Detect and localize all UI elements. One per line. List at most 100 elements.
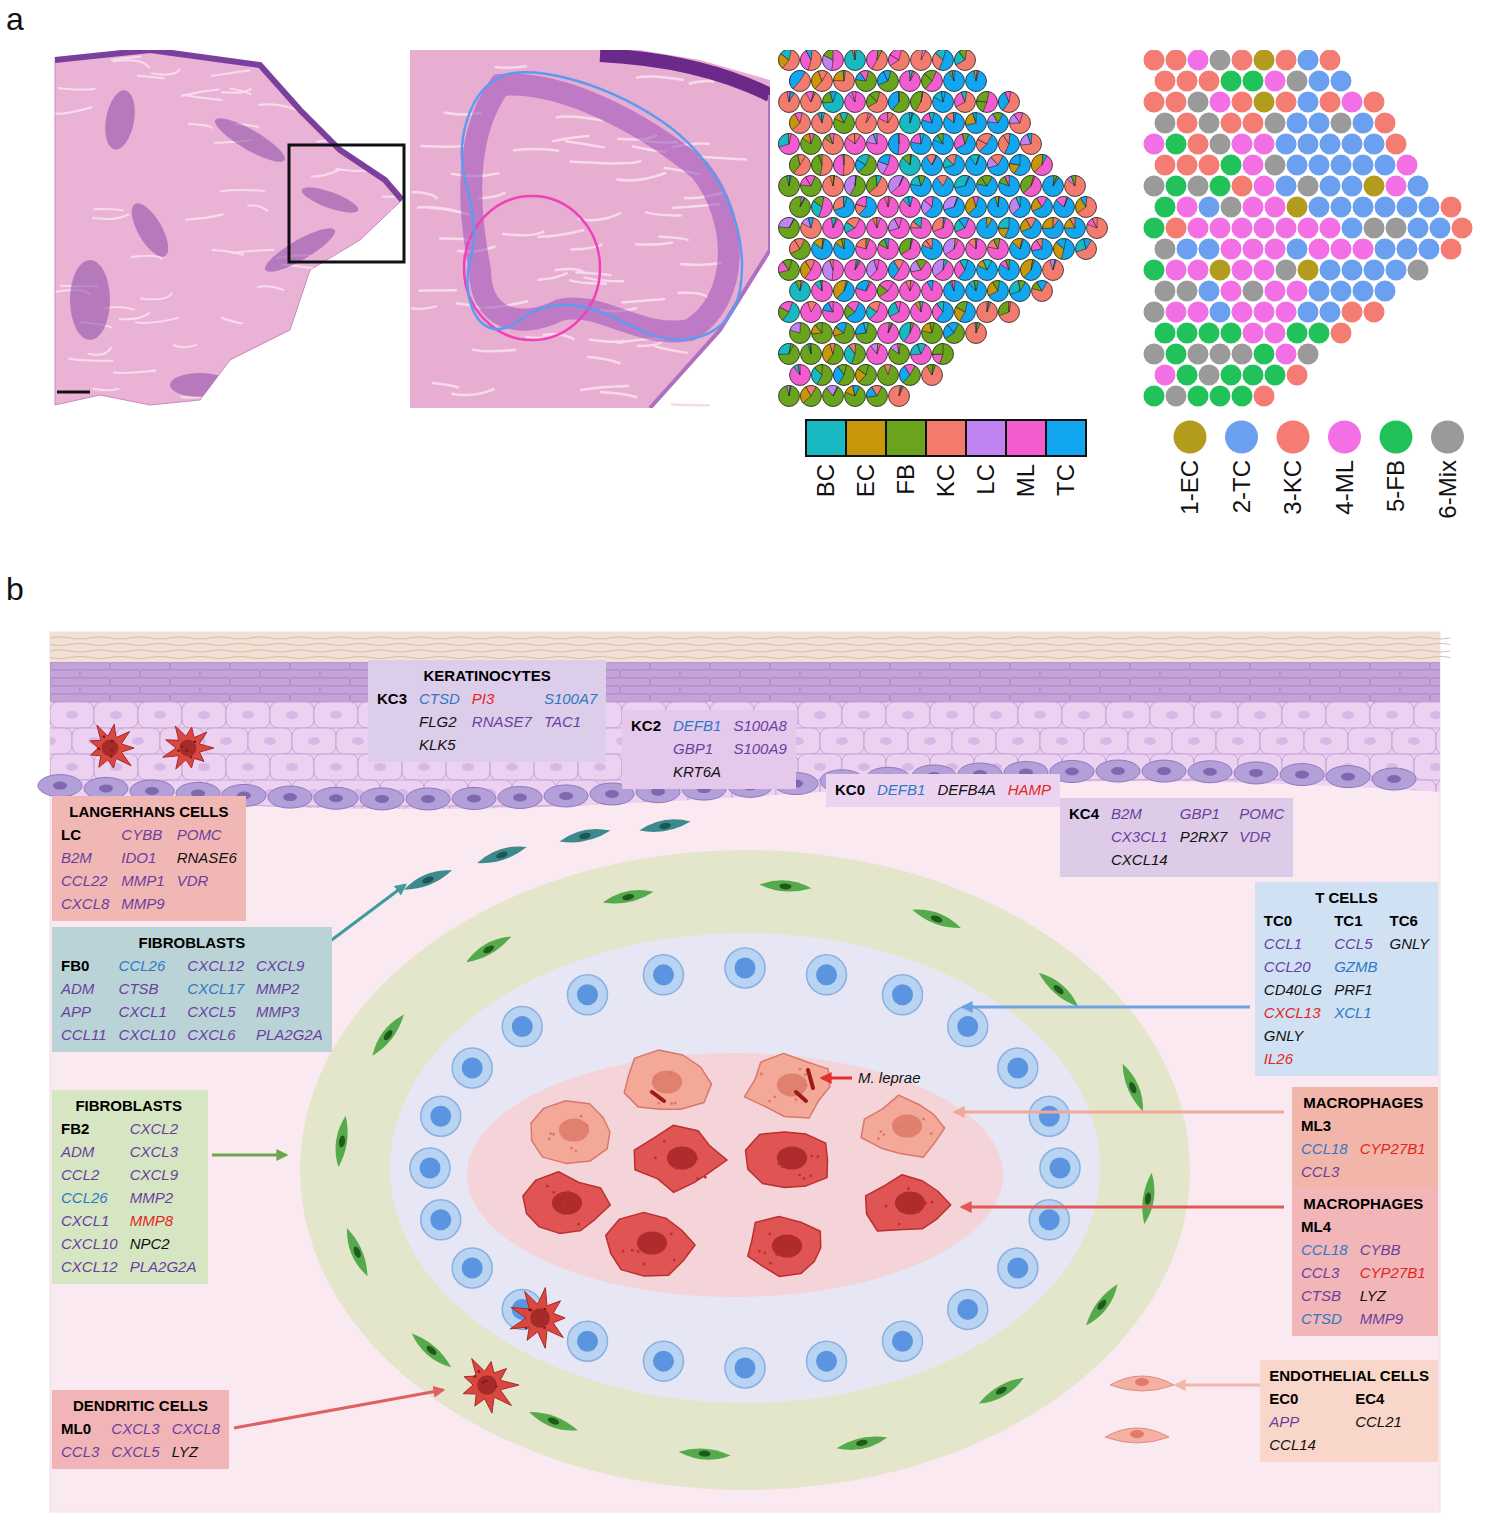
figure-shape	[1243, 323, 1264, 344]
gene-name: CYP27B1	[1360, 1137, 1426, 1160]
figure-shape	[98, 748, 101, 751]
figure-shape	[770, 678, 830, 686]
figure-shape	[787, 386, 791, 396]
figure-shape	[922, 113, 943, 134]
figure-shape	[861, 1095, 945, 1157]
figure-shape	[1021, 176, 1042, 197]
gene-name: CTSD	[1301, 1307, 1348, 1330]
legend-label: LC	[973, 464, 999, 495]
gene-name: S100A7	[544, 687, 597, 710]
figure-shape	[1254, 218, 1275, 239]
figure-shape	[867, 176, 877, 193]
figure-shape	[812, 71, 833, 92]
box-heading: MACROPHAGES	[1303, 1091, 1423, 1114]
figure-shape	[790, 1252, 793, 1255]
gene-name: LYZ	[172, 1440, 220, 1463]
figure-shape	[421, 1096, 461, 1136]
figure-shape	[351, 287, 378, 291]
figure-shape	[1436, 780, 1480, 806]
figure-shape	[1254, 711, 1266, 719]
figure-shape	[248, 728, 292, 754]
figure-group	[368, 1011, 408, 1059]
figure-group	[1082, 1281, 1122, 1329]
figure-shape	[834, 197, 855, 218]
figure-shape	[849, 344, 856, 355]
box-heading: FIBROBLASTS	[139, 931, 246, 954]
figure-shape	[1070, 694, 1130, 702]
gene-name: CXCL5	[111, 1440, 159, 1463]
gene-name: CXCL10	[119, 1023, 176, 1046]
figure-shape	[808, 344, 811, 354]
figure-shape	[1364, 218, 1385, 239]
figure-shape	[1144, 92, 1165, 113]
figure-shape	[80, 670, 140, 678]
figure-shape	[1210, 134, 1231, 155]
figure-shape	[1280, 764, 1324, 786]
figure-shape	[382, 1029, 394, 1042]
figure-shape	[50, 637, 1450, 639]
figure-shape	[1287, 197, 1308, 218]
figure-shape	[911, 176, 932, 197]
figure-shape	[689, 81, 715, 84]
figure-shape	[812, 239, 833, 260]
figure-shape	[844, 281, 848, 291]
figure-shape	[145, 787, 159, 795]
figure-shape	[1084, 239, 1092, 250]
figure-shape	[135, 318, 179, 323]
figure-shape	[900, 281, 921, 302]
figure-shape	[779, 218, 800, 239]
figure-shape	[648, 1251, 651, 1254]
figure-shape	[921, 50, 926, 60]
callout-label: M. leprae	[858, 1067, 921, 1088]
figure-shape	[952, 832, 996, 858]
figure-shape	[314, 787, 358, 809]
figure-shape	[856, 71, 877, 92]
figure-shape	[954, 197, 958, 207]
figure-shape	[1375, 113, 1396, 134]
figure-shape	[911, 50, 932, 71]
figure-shape	[230, 662, 290, 670]
figure-shape	[637, 1250, 640, 1253]
box-heading: ENDOTHELIAL CELLS	[1269, 1364, 1429, 1387]
figure-shape	[1155, 155, 1176, 176]
figure-shape	[1452, 789, 1464, 797]
figure-shape	[1298, 260, 1319, 281]
figure-shape	[955, 302, 976, 323]
figure-shape	[860, 686, 920, 694]
figure-shape	[1320, 260, 1341, 281]
figure-shape	[824, 50, 833, 60]
figure-shape	[1370, 806, 1414, 832]
figure-shape	[889, 176, 910, 197]
figure-shape	[801, 260, 822, 281]
figure-shape	[933, 218, 954, 239]
figure-shape	[930, 702, 974, 728]
figure-shape	[801, 176, 822, 197]
figure-shape	[1265, 113, 1286, 134]
figure-shape	[1065, 218, 1086, 239]
figure-shape	[977, 101, 988, 112]
figure-shape	[789, 92, 794, 102]
figure-shape	[1014, 112, 1023, 123]
figure-shape	[1056, 239, 1066, 250]
figure-shape	[673, 1259, 676, 1262]
figure-shape	[568, 975, 608, 1015]
figure-shape	[1265, 197, 1286, 218]
figure-shape	[698, 157, 747, 160]
figure-shape	[955, 134, 976, 155]
figure-shape	[1130, 678, 1190, 686]
figure-shape	[880, 841, 892, 849]
figure-shape	[1144, 134, 1165, 155]
figure-shape	[1031, 176, 1035, 186]
figure-shape	[900, 239, 921, 260]
figure-shape	[671, 404, 710, 405]
figure-shape	[735, 1358, 756, 1379]
figure-shape	[552, 1191, 582, 1214]
cluster-label: FB0	[61, 954, 107, 977]
figure-shape	[969, 155, 979, 165]
figure-shape	[980, 686, 1040, 694]
figure-shape	[1309, 113, 1330, 134]
figure-shape	[900, 155, 921, 176]
figure-shape	[900, 365, 921, 386]
figure-shape	[1155, 113, 1176, 134]
